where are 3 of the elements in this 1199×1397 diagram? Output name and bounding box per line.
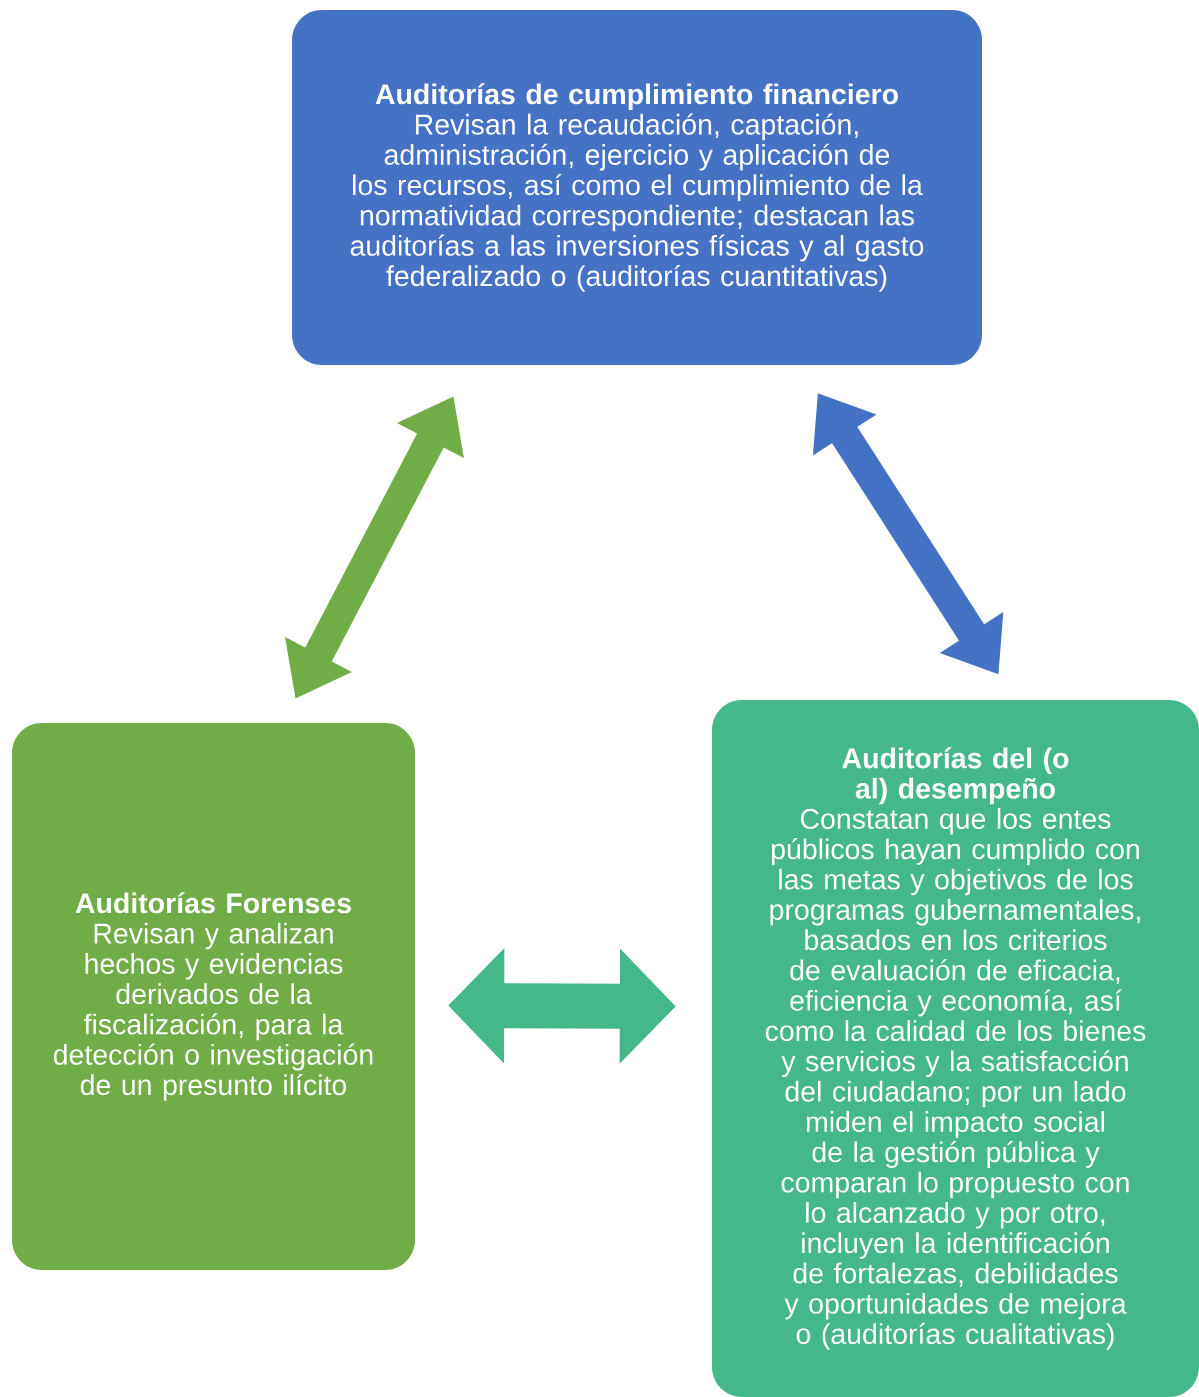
rounded-box: Auditorías de cumplimiento financiero Revisan la recaudación, captación, administración, ejercicio y aplicación de los recursos, así como el cumplimiento de la normatividad correspondiente; destacan las auditorías a las inversiones físicas y al gasto federalizado o (auditorías cuantitativas)	[292, 10, 982, 365]
rounded-box: Auditorías Forenses Revisan y analizan hechos y evidencias derivados de la fiscalización, para la detección o investigación de un presunto ilícito	[12, 723, 415, 1270]
rounded-box: Auditorías del (o al) desempeño Constatan que los entes públicos hayan cumplido con las metas y objetivos de los programas gubernamentales, basados en los criterios de evaluación de eficacia, eficiencia y economía, así como la calidad de los bienes y servicios y la satisfacción del ciudadano; por un lado miden el impacto social de la gestión pública y comparan lo propuesto con lo alcanzado y por otro, incluyen la identificación de fortalezas, debilidades y oportunidades de mejora o (auditorías cualitativas)	[712, 700, 1199, 1397]
